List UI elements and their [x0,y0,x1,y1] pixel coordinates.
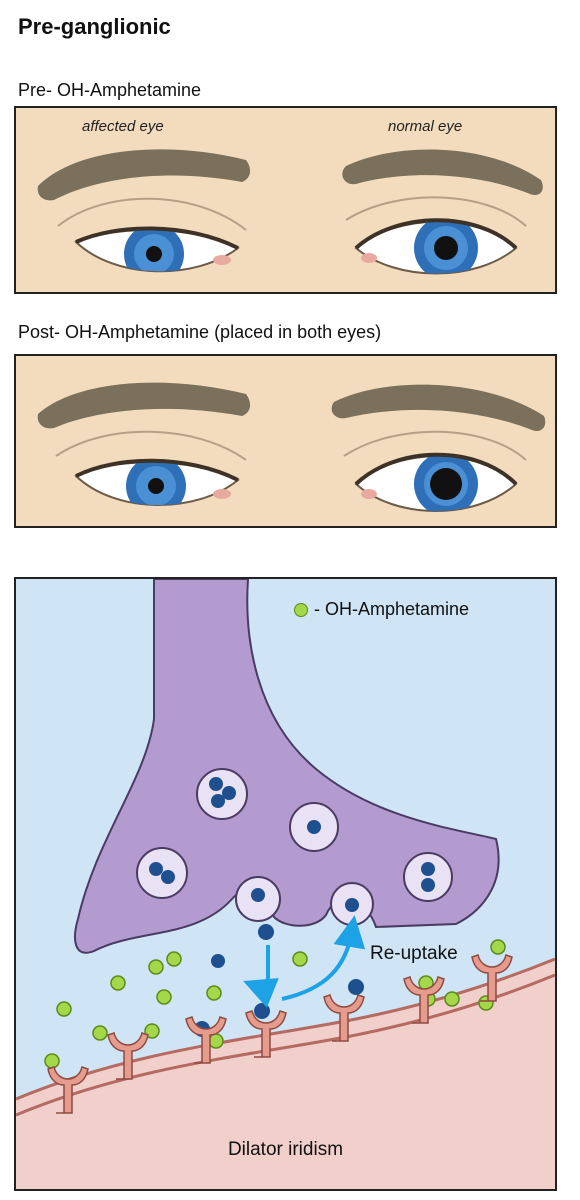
pre-caption: Pre- OH-Amphetamine [18,80,202,100]
page-title: Pre-ganglionic [18,14,171,39]
right-eyebrow [331,384,546,432]
right-eyebrow [342,149,543,196]
pre-eyes-panel: affected eye normal eye [14,106,557,294]
vesicle [196,768,248,820]
vesicle [136,847,188,899]
left-eyebrow [37,382,251,429]
vesicle [330,882,374,926]
normal-eye [343,430,527,512]
dilator-label: Dilator iridism [227,1139,344,1160]
left-eyebrow [37,149,251,201]
post-eyes-panel [14,354,557,528]
legend: - OH-Amphetamine [294,599,469,620]
affected-eye [55,430,247,506]
normal-eye [345,196,527,275]
reuptake-label: Re-uptake [370,943,458,964]
affected-eye [57,197,247,273]
reuptake-arrow [281,915,366,1001]
affected-eye-label: affected eye [82,118,164,135]
vesicle [289,802,339,852]
synapse-diagram: - OH-Amphetamine Re-uptake Dilator iridi… [14,577,557,1191]
release-arrow [243,945,279,1008]
legend-label: - OH-Amphetamine [314,599,470,619]
normal-eye-label: normal eye [388,118,463,135]
legend-dot-icon [294,602,308,617]
vesicle [235,876,281,922]
receptor [47,954,513,1114]
post-caption: Post- OH-Amphetamine (placed in both eye… [18,322,382,342]
vesicle [403,852,453,902]
